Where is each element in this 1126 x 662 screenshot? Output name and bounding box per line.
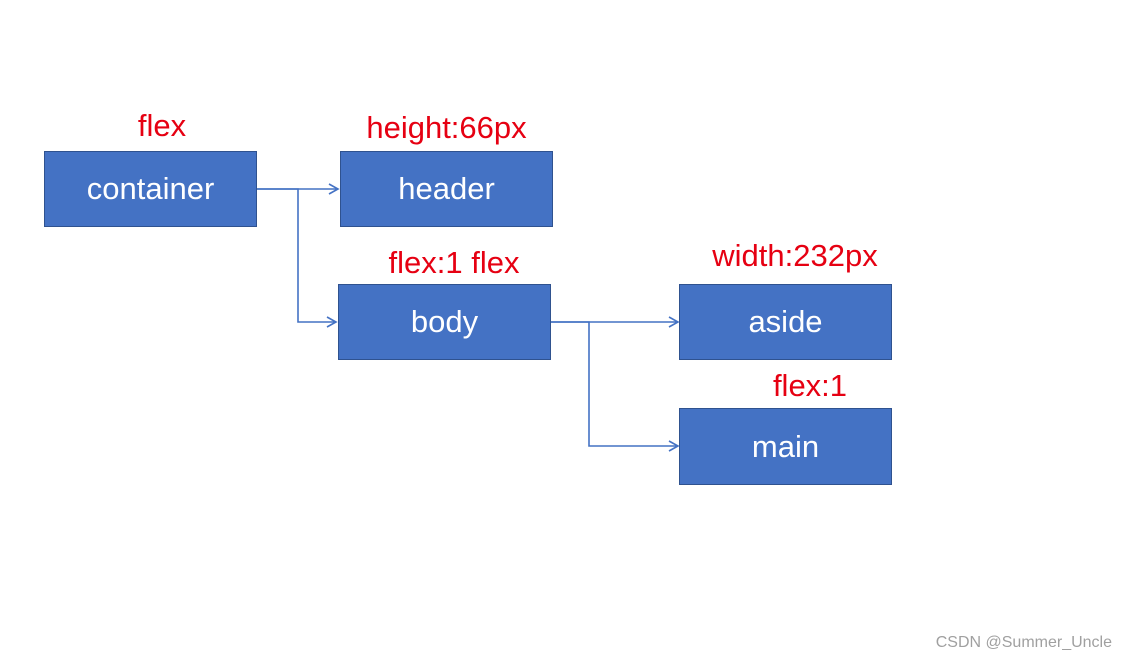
aside-node: aside <box>679 284 892 360</box>
body-node: body <box>338 284 551 360</box>
header-note: height:66px <box>366 110 527 145</box>
main-node: main <box>679 408 892 485</box>
edge-body-main <box>551 321 680 452</box>
aside-note: width:232px <box>712 238 878 273</box>
container-note: flex <box>137 108 187 143</box>
edge-container-body <box>257 188 338 328</box>
watermark: CSDN @Summer_Uncle <box>935 634 1112 651</box>
container-node: container <box>44 151 257 227</box>
main-note: flex:1 <box>772 368 848 403</box>
header-node: header <box>340 151 553 227</box>
body-note: flex:1 flex <box>388 245 520 280</box>
